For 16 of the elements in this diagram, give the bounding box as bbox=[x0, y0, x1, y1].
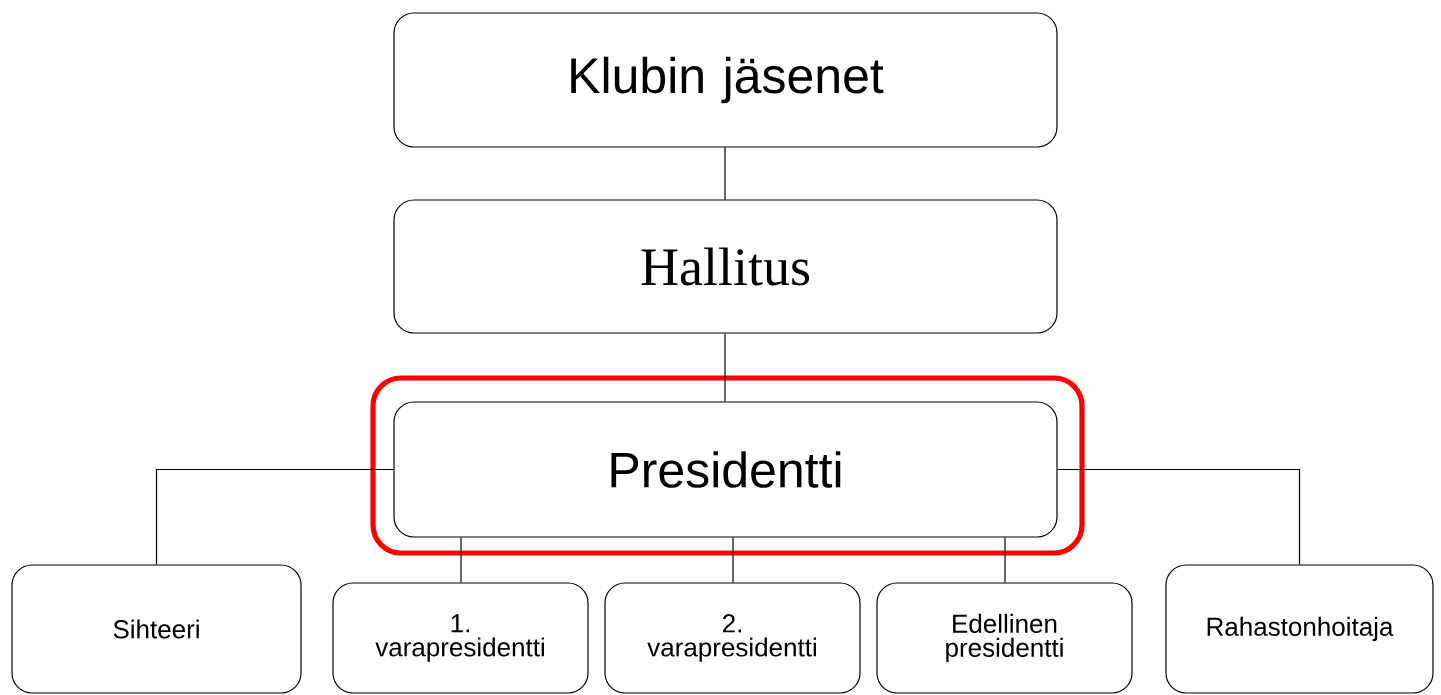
role-box: Rahastonhoitaja bbox=[1165, 564, 1434, 694]
role-box: Sihteeri bbox=[11, 564, 302, 694]
connector-line bbox=[1004, 537, 1006, 583]
connector-line bbox=[1057, 468, 1301, 565]
highlight-frame bbox=[370, 375, 1085, 556]
role-box: 2. varapresidentti bbox=[604, 582, 861, 694]
role-box: Edellinen presidentti bbox=[876, 582, 1133, 694]
connector-line bbox=[460, 537, 462, 583]
president-box: Presidentti bbox=[393, 401, 1058, 538]
top-box: Klubin jäsenet bbox=[393, 12, 1058, 148]
connector-line bbox=[724, 147, 726, 200]
connector-line bbox=[724, 333, 726, 402]
connector-line bbox=[732, 537, 734, 583]
board-box: Hallitus bbox=[393, 199, 1058, 334]
connector-line bbox=[155, 468, 394, 565]
role-box: 1. varapresidentti bbox=[332, 582, 589, 694]
